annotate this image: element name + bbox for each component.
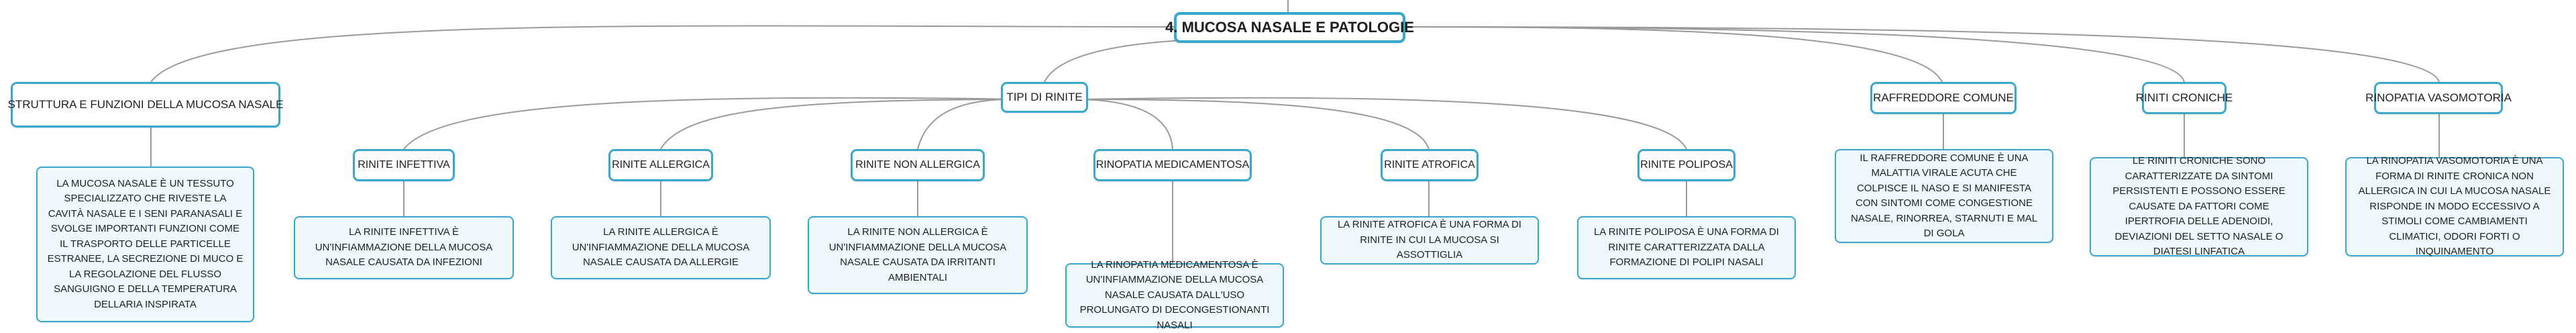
detail-croniche: LE RINITI CRONICHE SONO CARATTERIZZATE D… [2090, 155, 2308, 257]
detail-raffreddore-text: IL RAFFREDDORE COMUNE È UNA MALATTIA VIR… [1850, 152, 2038, 240]
sub-poliposa[interactable]: RINITE POLIPOSA [1638, 149, 1735, 181]
link-tipi-nonallergica [917, 99, 1007, 150]
node-vasomotoria-label: RINOPATIA VASOMOTORIA [2365, 91, 2512, 104]
node-raffreddore-label: RAFFREDDORE COMUNE [1873, 91, 2014, 104]
sub-medicamentosa[interactable]: RINOPATIA MEDICAMENTOSA [1093, 149, 1252, 181]
detail-infettiva-text: LA RINITE INFETTIVA È UN'INFIAMMAZIONE D… [315, 226, 493, 269]
link-tipi-allergica [660, 99, 1030, 150]
node-vasomotoria[interactable]: RINOPATIA VASOMOTORIA [2365, 82, 2512, 114]
link-tipi-infettiva [403, 97, 1027, 150]
root-label: 4. MUCOSA NASALE E PATOLOGIE [1165, 19, 1414, 36]
root-node[interactable]: 4. MUCOSA NASALE E PATOLOGIE [1165, 12, 1414, 43]
sub-poliposa-label: RINITE POLIPOSA [1640, 159, 1733, 171]
detail-medicamentosa: LA RINOPATIA MEDICAMENTOSA È UN'INFIAMMA… [1065, 259, 1284, 331]
detail-atrofica-text: LA RINITE ATROFICA È UNA FORMA DI RINITE… [1338, 219, 1521, 261]
sub-allergica[interactable]: RINITE ALLERGICA [608, 149, 713, 181]
sub-nonallergica-label: RINITE NON ALLERGICA [855, 159, 980, 171]
link-root-vasomotoria [1405, 26, 2440, 83]
detail-medicamentosa-text: LA RINOPATIA MEDICAMENTOSA È UN'INFIAMMA… [1079, 258, 1270, 331]
detail-atrofica: LA RINITE ATROFICA È UNA FORMA DI RINITE… [1320, 216, 1539, 265]
sub-allergica-label: RINITE ALLERGICA [612, 159, 710, 171]
node-struttura[interactable]: STRUTTURA E FUNZIONI DELLA MUCOSA NASALE [8, 82, 283, 128]
detail-allergica-text: LA RINITE ALLERGICA È UN'INFIAMMAZIONE D… [572, 226, 750, 269]
sub-atrofica[interactable]: RINITE ATROFICA [1381, 149, 1479, 181]
link-tipi-atrofica [1079, 99, 1430, 150]
link-root-tipi [1044, 38, 1242, 83]
sub-atrofica-label: RINITE ATROFICA [1384, 159, 1475, 171]
node-croniche[interactable]: RINITI CRONICHE [2136, 82, 2233, 114]
sub-nonallergica[interactable]: RINITE NON ALLERGICA [851, 149, 985, 181]
link-tipi-poliposa [1079, 97, 1687, 150]
link-root-struttura [150, 25, 1178, 83]
detail-poliposa: LA RINITE POLIPOSA È UNA FORMA DI RINITE… [1577, 216, 1796, 279]
detail-poliposa-text: LA RINITE POLIPOSA È UNA FORMA DI RINITE… [1594, 226, 1779, 269]
sub-infettiva-label: RINITE INFETTIVA [358, 159, 450, 171]
node-croniche-label: RINITI CRONICHE [2135, 91, 2233, 104]
sub-medicamentosa-label: RINOPATIA MEDICAMENTOSA [1095, 159, 1250, 171]
node-raffreddore[interactable]: RAFFREDDORE COMUNE [1870, 82, 2017, 114]
detail-nonallergica: LA RINITE NON ALLERGICA È UN'INFIAMMAZIO… [808, 216, 1028, 294]
node-tipi-label: TIPI DI RINITE [1006, 91, 1083, 103]
node-tipi[interactable]: TIPI DI RINITE [1001, 82, 1088, 113]
sub-infettiva[interactable]: RINITE INFETTIVA [353, 149, 455, 181]
detail-vasomotoria-text: LA RINOPATIA VASOMOTORIA È UNA FORMA DI … [2358, 155, 2551, 258]
detail-struttura: LA MUCOSA NASALE È UN TESSUTO SPECIALIZZ… [36, 166, 254, 322]
detail-croniche-text: LE RINITI CRONICHE SONO CARATTERIZZATE D… [2112, 155, 2286, 258]
detail-infettiva: LA RINITE INFETTIVA È UN'INFIAMMAZIONE D… [294, 216, 514, 279]
detail-struttura-text: LA MUCOSA NASALE È UN TESSUTO SPECIALIZZ… [47, 177, 244, 310]
detail-allergica: LA RINITE ALLERGICA È UN'INFIAMMAZIONE D… [551, 216, 771, 279]
link-tipi-medicamentosa [1079, 99, 1173, 150]
node-struttura-label: STRUTTURA E FUNZIONI DELLA MUCOSA NASALE [7, 98, 284, 111]
detail-nonallergica-text: LA RINITE NON ALLERGICA È UN'INFIAMMAZIO… [828, 226, 1007, 283]
detail-vasomotoria: LA RINOPATIA VASOMOTORIA È UNA FORMA DI … [2345, 155, 2564, 257]
link-root-raffreddore [1405, 26, 1943, 83]
detail-raffreddore: IL RAFFREDDORE COMUNE È UNA MALATTIA VIR… [1835, 149, 2053, 243]
